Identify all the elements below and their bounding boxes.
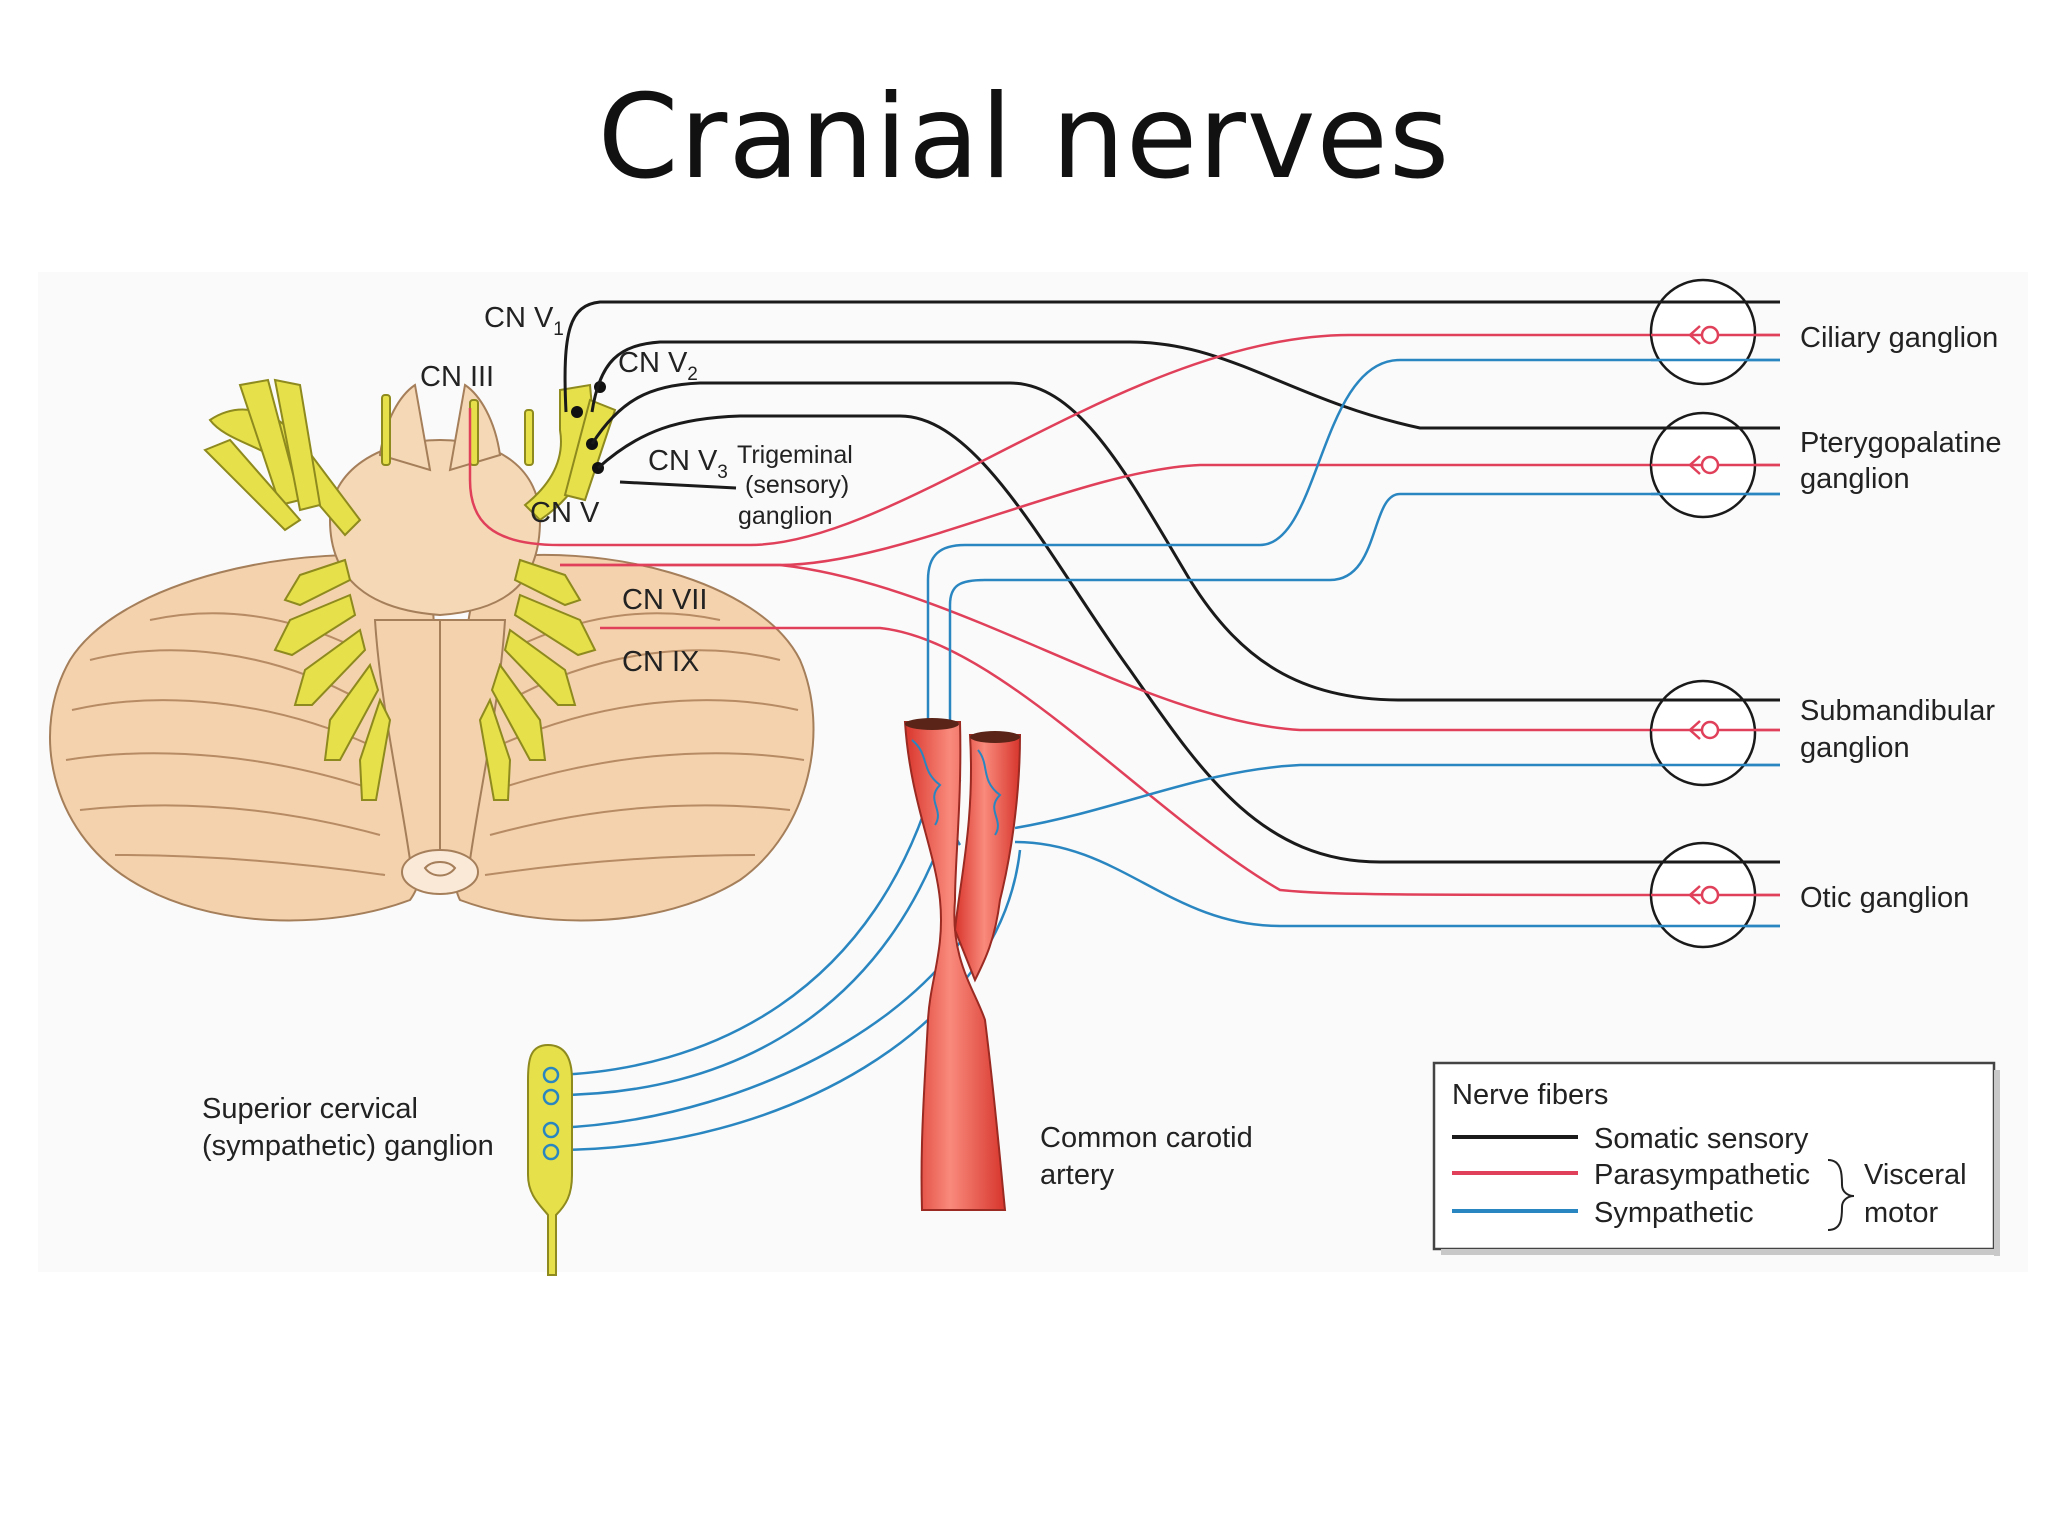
parasympathetic-fibers [468, 333, 1781, 897]
cn-v1-fiber [563, 300, 1780, 413]
ganglion-submandibular [1649, 679, 1780, 787]
cn-v3-fiber-b [596, 414, 1780, 864]
ganglion-ciliary [1649, 278, 1780, 386]
label-cn-iii: CN III [420, 361, 494, 393]
sympathetic-sc-4 [554, 849, 1022, 1152]
sympathetic-ciliary [926, 358, 1780, 720]
sympathetic-sc-1 [554, 759, 942, 1077]
legend-title: Nerve fibers [1452, 1079, 1608, 1111]
legend-brace [1827, 1159, 1855, 1231]
somatic-sensory-fibers [563, 300, 1780, 864]
sympathetic-sc-2 [554, 779, 962, 1097]
label-carotid-2: artery [1040, 1159, 1115, 1191]
label-cn-vii: CN VII [622, 584, 707, 616]
brainstem-cerebellum [49, 378, 815, 922]
label-cn-v2: CN V2 [618, 347, 698, 385]
common-carotid-artery [903, 718, 1022, 1211]
ganglion-pterygopalatine [1649, 411, 1780, 519]
label-cn-v3: CN V3 [648, 445, 728, 483]
superior-cervical-ganglion [527, 1043, 573, 1276]
label-cn-v1: CN V1 [484, 302, 564, 340]
cn-v2-fiber [590, 340, 1780, 430]
ganglion-otic [1649, 841, 1780, 949]
label-submandibular-2: ganglion [1800, 732, 1910, 764]
label-submandibular-1: Submandibular [1800, 695, 1995, 727]
cn-ix-fiber [600, 626, 1781, 897]
sympathetic-submandibular [1014, 763, 1780, 830]
legend-parasympathetic-label: Parasympathetic [1594, 1159, 1810, 1191]
trigeminal-ganglion-pointer [619, 480, 737, 490]
slide-title: Cranial nerves [597, 70, 1451, 205]
legend-visceral-1: Visceral [1864, 1159, 1967, 1191]
cn-v3-fiber-a [590, 381, 1780, 702]
label-trigeminal-3: ganglion [738, 502, 833, 530]
sympathetic-otic [1014, 840, 1780, 928]
legend-somatic-label: Somatic sensory [1594, 1123, 1809, 1155]
label-pterygopalatine-2: ganglion [1800, 463, 1910, 495]
legend-sympathetic-label: Sympathetic [1594, 1197, 1754, 1229]
label-pterygopalatine-1: Pterygopalatine [1800, 427, 2002, 459]
label-superior-cervical-1: Superior cervical [202, 1093, 418, 1125]
label-trigeminal-2: (sensory) [745, 471, 849, 499]
sympathetic-pterygopalatine [948, 492, 1780, 720]
legend-visceral-2: motor [1864, 1197, 1938, 1229]
cn-iii-fiber [468, 333, 1780, 547]
label-otic-ganglion: Otic ganglion [1800, 882, 1969, 914]
label-trigeminal-1: Trigeminal [737, 441, 853, 469]
label-superior-cervical-2: (sympathetic) ganglion [202, 1130, 494, 1162]
legend: Nerve fibers Somatic sensory Parasympath… [1432, 1061, 2000, 1256]
cn-vii-fiber-a [560, 463, 1780, 567]
label-ciliary-ganglion: Ciliary ganglion [1800, 322, 1998, 354]
cn-vii-fiber-b [560, 563, 1780, 732]
label-cn-ix: CN IX [622, 646, 699, 678]
label-cn-v: CN V [530, 497, 600, 529]
label-carotid-1: Common carotid [1040, 1122, 1253, 1154]
